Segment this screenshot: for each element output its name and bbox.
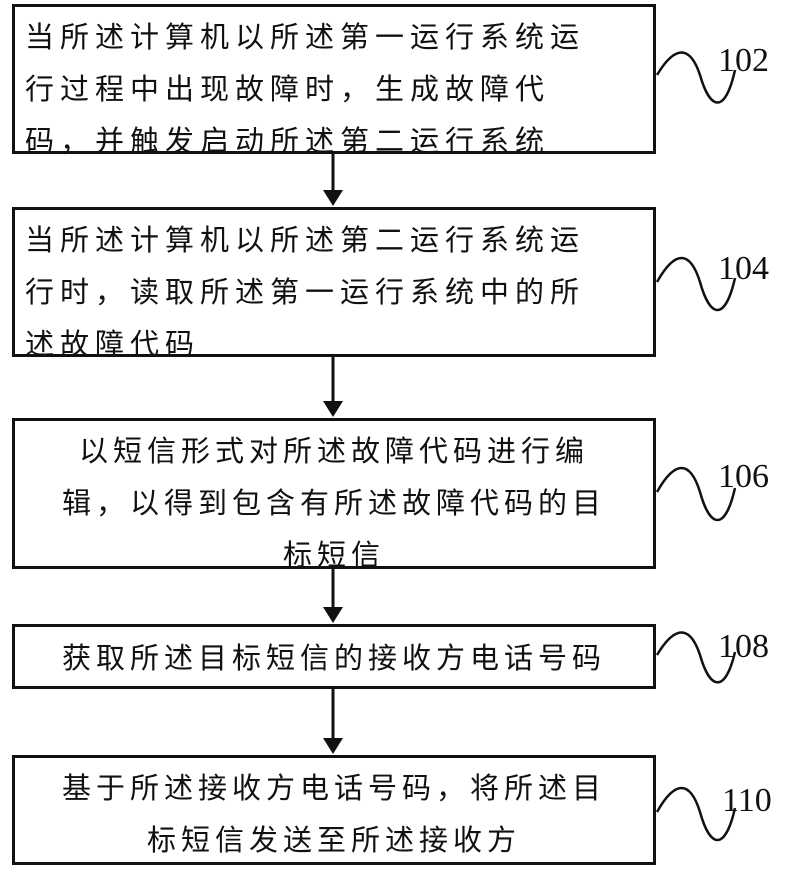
step-104-line-3: 述故障代码 [25,318,643,370]
step-106-line-1: 以短信形式对所述故障代码进行编 [25,425,643,477]
ref-label-106: 106 [718,458,769,496]
step-box-108: 获取所述目标短信的接收方电话号码 [12,624,656,689]
step-110-line-1: 基于所述接收方电话号码，将所述目 [25,762,643,814]
step-104-line-1: 当所述计算机以所述第二运行系统运 [25,214,643,266]
arrowhead-106-108 [323,607,343,623]
ref-label-110: 110 [722,782,772,820]
ref-label-108: 108 [718,628,769,666]
step-104-line-2: 行时，读取所述第一运行系统中的所 [25,266,643,318]
step-110-line-2: 标短信发送至所述接收方 [25,814,643,866]
step-box-102: 当所述计算机以所述第一运行系统运 行过程中出现故障时，生成故障代 码，并触发启动… [12,4,656,154]
step-102-line-1: 当所述计算机以所述第一运行系统运 [25,11,643,63]
step-108-line-1: 获取所述目标短信的接收方电话号码 [25,631,643,685]
step-box-106: 以短信形式对所述故障代码进行编 辑，以得到包含有所述故障代码的目 标短信 [12,418,656,569]
ref-label-102: 102 [718,42,769,80]
step-102-line-2: 行过程中出现故障时，生成故障代 [25,63,643,115]
ref-label-104: 104 [718,250,769,288]
step-106-line-3: 标短信 [25,529,643,581]
arrowhead-108-110 [323,738,343,754]
step-box-110: 基于所述接收方电话号码，将所述目 标短信发送至所述接收方 [12,755,656,865]
arrowhead-104-106 [323,401,343,417]
step-106-line-2: 辑，以得到包含有所述故障代码的目 [25,477,643,529]
step-box-104: 当所述计算机以所述第二运行系统运 行时，读取所述第一运行系统中的所 述故障代码 [12,207,656,357]
arrowhead-102-104 [323,190,343,206]
step-102-line-3: 码，并触发启动所述第二运行系统 [25,115,643,167]
